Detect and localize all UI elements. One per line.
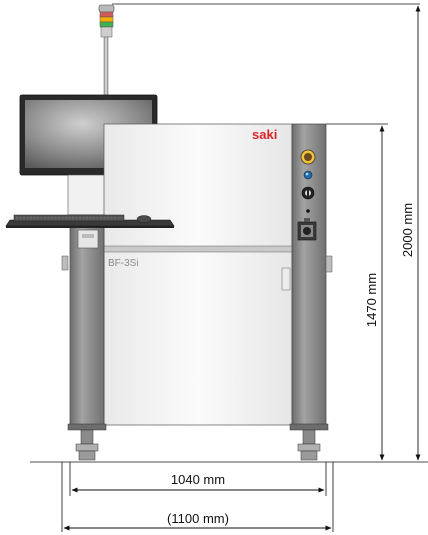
small-indicator-icon [306, 209, 310, 213]
dimension-body-height: 1470 mm [364, 125, 385, 461]
total-width-label: (1100 mm) [167, 511, 229, 526]
body-width-label: 1040 mm [171, 472, 225, 487]
right-foot [297, 429, 321, 461]
right-side-clip [325, 255, 333, 273]
keyboard-tray [5, 214, 175, 228]
signal-lamp-green [99, 21, 114, 28]
left-pillar [61, 214, 107, 431]
right-pillar [289, 123, 333, 431]
extension-lines [30, 3, 428, 532]
machine-body: saki BF-3Si [103, 123, 293, 426]
dimension-total-width: (1100 mm) [63, 511, 332, 531]
signal-tower-icon [98, 4, 115, 96]
lower-cover [103, 249, 293, 426]
signal-lamp-amber [99, 16, 114, 23]
conveyor-rail [103, 245, 293, 253]
left-side-clip [61, 255, 69, 271]
upper-cover [103, 123, 293, 251]
body-height-label: 1470 mm [364, 273, 379, 327]
door-handle [281, 267, 291, 291]
indicator-lamp-icon [303, 170, 313, 180]
dimension-total-height: 2000 mm [400, 5, 421, 461]
signal-lamp-red [99, 11, 114, 18]
emergency-stop-icon [300, 149, 316, 165]
keyboard-icon [13, 214, 125, 222]
dimension-body-width: 1040 mm [71, 472, 325, 493]
signal-pole [103, 36, 109, 96]
key-switch-icon [301, 186, 315, 200]
brand-logo: saki [252, 127, 277, 142]
power-switch-icon [297, 218, 317, 241]
mouse-icon [136, 215, 152, 223]
total-height-label: 2000 mm [400, 203, 415, 257]
model-label: BF-3Si [108, 258, 139, 269]
left-cable-bracket [77, 229, 99, 249]
monitor-column [67, 174, 107, 216]
left-foot [75, 429, 99, 461]
